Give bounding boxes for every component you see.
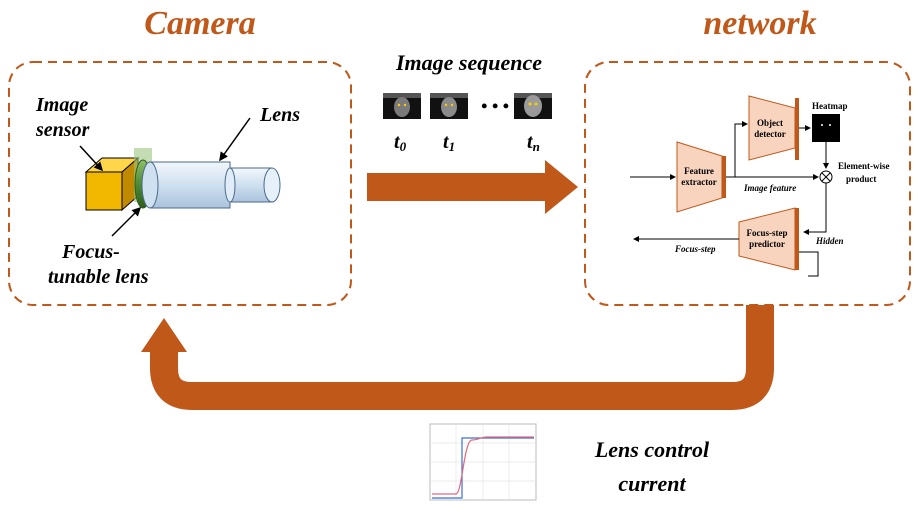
feedback-arrow-head	[141, 318, 187, 352]
setpoint-line	[432, 437, 534, 499]
object-detector-label-2: detector	[754, 129, 785, 139]
image-feature-label: Image feature	[743, 183, 796, 193]
lens-body	[141, 161, 281, 209]
frame-tn	[514, 93, 552, 119]
lens-control-label-2: current	[618, 471, 686, 496]
network-title: network	[703, 5, 816, 42]
image-sensor-label-1: Image	[35, 94, 88, 116]
label-tn: tn	[527, 131, 540, 154]
label-t1: t1	[443, 131, 455, 154]
object-detector-block	[748, 95, 796, 161]
image-sensor-label-2: sensor	[35, 119, 90, 141]
feedback-arrow-body	[150, 318, 774, 410]
focus-lens-label-1: Focus-	[61, 241, 120, 263]
frame-t1	[430, 93, 468, 119]
heatmap-label: Heatmap	[812, 101, 848, 111]
camera-title: Camera	[144, 5, 255, 42]
camera-box	[8, 61, 352, 306]
sequence-arrow	[367, 160, 578, 214]
feature-extractor-label-1: Feature	[684, 166, 714, 176]
hidden-label: Hidden	[815, 236, 844, 246]
lens-label: Lens	[259, 104, 300, 126]
image-sequence-title: Image sequence	[395, 50, 542, 75]
frame-t0	[383, 93, 421, 119]
feature-extractor-label-2: extractor	[681, 177, 716, 187]
lens-control-label-1: Lens control	[594, 437, 710, 462]
focus-predictor-label-2: predictor	[749, 239, 785, 249]
heatmap-image	[812, 114, 840, 142]
control-current-plot	[429, 423, 537, 501]
lens-pointer	[219, 117, 251, 162]
focus-predictor-label-1: Focus-step	[747, 228, 788, 238]
elementwise-label-1: Element-wise	[838, 161, 890, 171]
network-diagram	[630, 95, 840, 277]
camera-illustration	[79, 117, 281, 237]
object-detector-label-1: Object	[757, 118, 783, 128]
elementwise-label-2: product	[846, 174, 876, 184]
label-t0: t0	[394, 131, 407, 154]
sequence-ellipsis: • • •	[481, 96, 509, 116]
network-box	[584, 61, 911, 306]
focus-step-label: Focus-step	[674, 244, 716, 254]
focus-lens-label-2: tunable lens	[48, 266, 149, 288]
image-sensor	[84, 156, 140, 212]
sensor-pointer	[79, 145, 104, 172]
focus-pointer	[111, 206, 142, 237]
feedback-arrow-start	[746, 305, 774, 321]
response-line	[432, 436, 534, 495]
